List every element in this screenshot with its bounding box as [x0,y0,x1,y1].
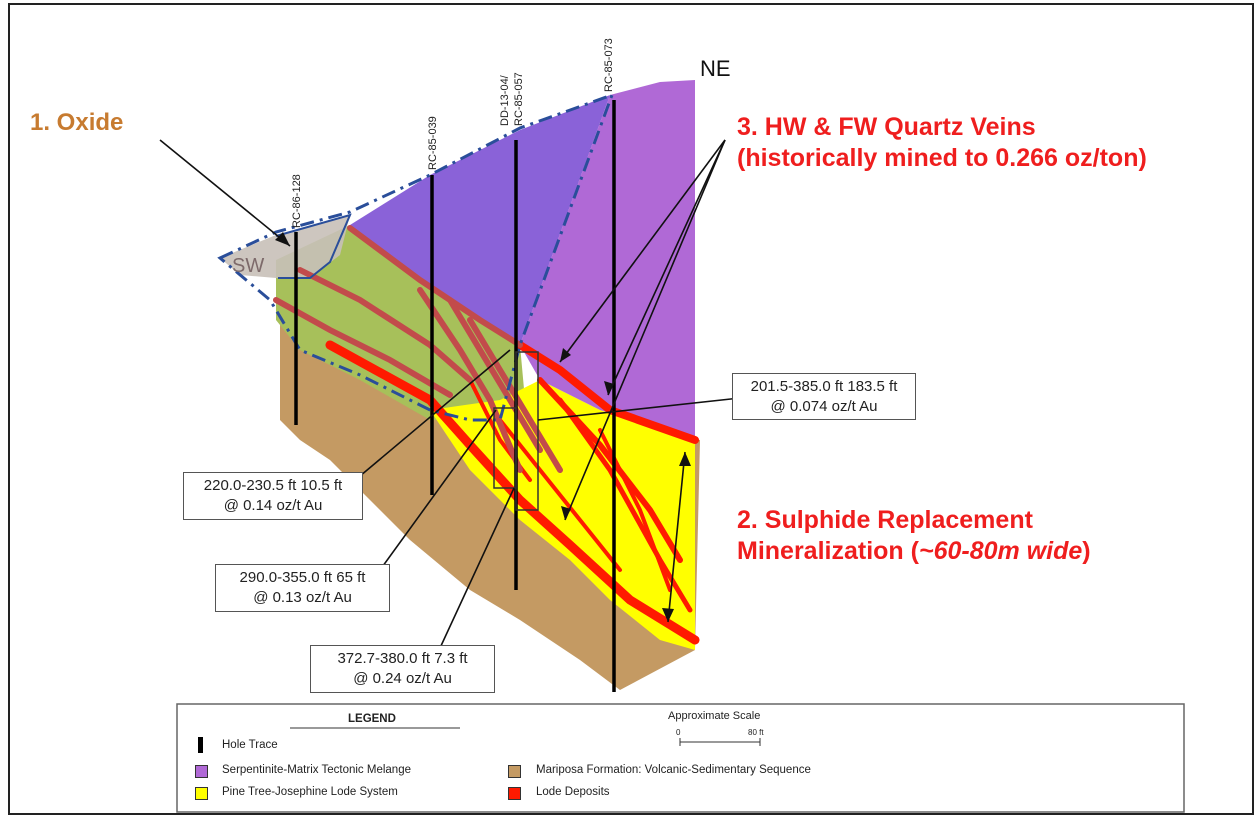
scale-bar [679,738,761,746]
legend-mariposa-swatch [508,765,521,778]
hole-label-rc-85-057: RC-85-057 [513,72,525,126]
serpentinite-melange-upper [350,95,610,345]
oxide-outline [217,92,615,422]
leader-lines [159,139,741,649]
legend-melange-swatch [195,765,208,778]
sw-label: SW [232,255,264,277]
legend-lode-deposits-swatch [508,787,521,800]
scale-min: 0 [676,728,681,737]
intercept-box-3: 290.0-355.0 ft 65 ft@ 0.13 oz/t Au [215,564,390,612]
intercept-box-2: 220.0-230.5 ft 10.5 ft@ 0.14 oz/t Au [183,472,363,520]
pine-tree-lode-system [430,380,695,650]
intercept-box-4: 372.7-380.0 ft 7.3 ft@ 0.24 oz/t Au [310,645,495,693]
ne-label: NE [700,56,731,81]
oxide-label: 1. Oxide [30,109,124,136]
legend-mariposa-label: Mariposa Formation: Volcanic-Sedimentary… [536,764,811,776]
legend-lode-system-label: Pine Tree-Josephine Lode System [222,786,398,798]
legend-lode-system-swatch [195,787,208,800]
quartz-veins-label-line2: (historically mined to 0.266 oz/ton) [737,144,1147,173]
hole-label-rc-85-073: RC-85-073 [603,38,615,92]
intercept-rect-2 [515,351,539,511]
legend-lode-deposits-label: Lode Deposits [536,786,610,798]
intercept-box-1: 201.5-385.0 ft 183.5 ft@ 0.074 oz/t Au [732,373,916,420]
legend-hole-trace-label: Hole Trace [222,739,278,751]
scale-title: Approximate Scale [668,710,761,722]
hole-label-rc-85-039: RC-85-039 [427,116,439,170]
sulphide-label-line1: 2. Sulphide Replacement [737,506,1033,534]
quartz-veins-label-line1: 3. HW & FW Quartz Veins [737,113,1036,141]
scale-max: 80 ft [748,728,764,737]
oxide-cap [220,215,350,278]
sulphide-label-line2: Mineralization (~60-80m wide) [737,537,1091,566]
quartz-veins-label: 3. HW & FW Quartz Veins (historically mi… [737,112,1147,175]
hole-label-dd-13-04: DD-13-04/ [499,74,511,126]
oxide-inner-outline [275,213,352,279]
legend-melange-label: Serpentinite-Matrix Tectonic Melange [222,764,411,776]
legend-hole-trace-swatch [198,737,203,753]
sulphide-label: 2. Sulphide Replacement Mineralization (… [737,505,1091,568]
hole-label-rc-86-128: RC-86-128 [291,174,303,228]
legend-title: LEGEND [348,713,396,725]
arrowheads [275,232,691,622]
figure-frame [8,3,1254,815]
legend-box [176,703,1185,813]
